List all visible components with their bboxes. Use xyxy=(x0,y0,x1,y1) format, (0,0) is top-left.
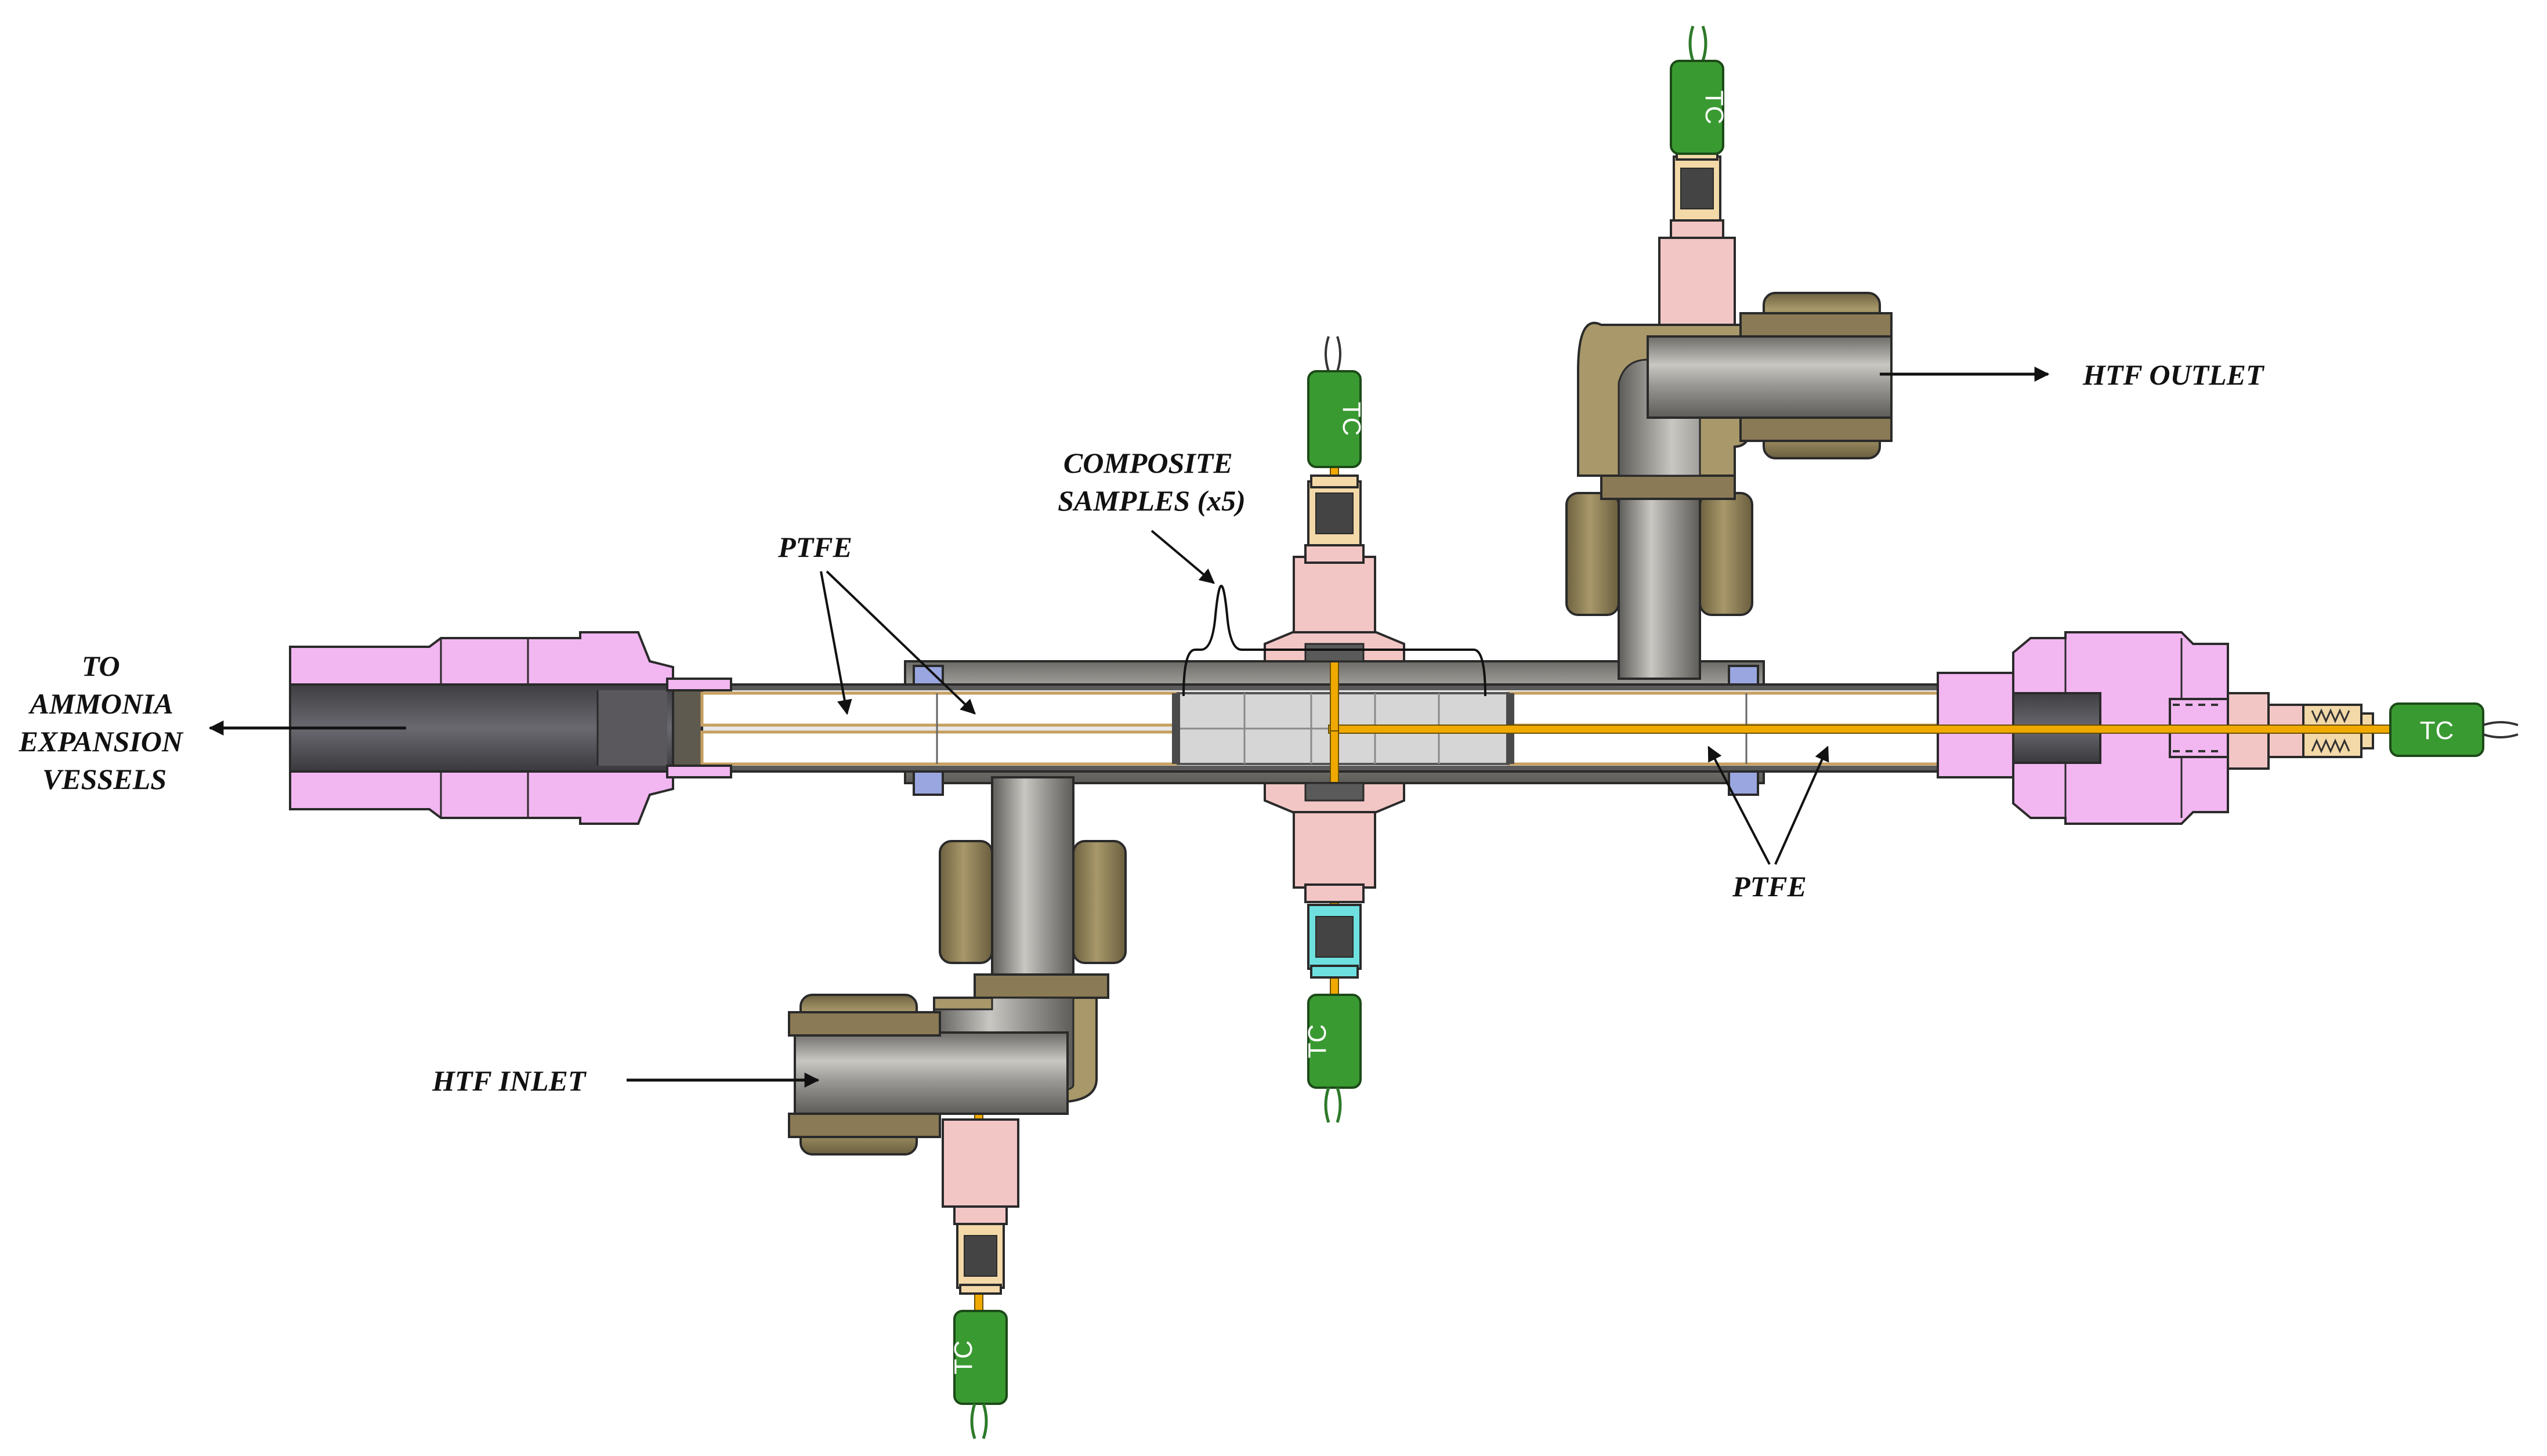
tc-connector-right-end: TC xyxy=(2389,702,2519,757)
label-ptfe-left: PTFE xyxy=(777,531,976,715)
tc-connector-top-center: TC xyxy=(1307,336,1366,468)
label-htf-outlet: HTF OUTLET xyxy=(1880,358,2265,391)
ptfe-liner-left xyxy=(700,691,1180,766)
left-end-fitting xyxy=(289,631,732,825)
to-ammonia-line-4: VESSELS xyxy=(42,763,167,795)
tc-connector-bottom-left: TC xyxy=(949,1310,1008,1439)
ptfe-left-text: PTFE xyxy=(777,531,852,563)
tc-connector-bottom-center: TC xyxy=(1303,994,1362,1123)
tc-label-bottom-left: TC xyxy=(949,1341,978,1375)
composite-line-1: COMPOSITE xyxy=(1063,447,1233,479)
tc-label-bottom-center: TC xyxy=(1303,1024,1332,1059)
to-ammonia-line-3: EXPANSION xyxy=(19,725,184,758)
tc-label-top-right: TC xyxy=(1700,90,1728,125)
tc-connector-top-right: TC xyxy=(1670,26,1728,155)
label-htf-inlet: HTF INLET xyxy=(432,1064,820,1097)
tc-label-right-end: TC xyxy=(2420,716,2454,745)
ferrule-right-bottom xyxy=(1728,770,1759,796)
composite-line-2: SAMPLES (x5) xyxy=(1058,484,1246,517)
center-top-port xyxy=(1264,475,1405,662)
to-ammonia-line-1: TO xyxy=(82,650,120,682)
center-bottom-port xyxy=(1264,782,1405,979)
htf-inlet-text: HTF INLET xyxy=(432,1064,587,1097)
svg-text:TO AMMONIA EXPANSI: TO AMMONIA EXPANSION VESSELS xyxy=(19,650,190,795)
htf-inlet-assembly xyxy=(788,776,1127,1295)
ptfe-right-text: PTFE xyxy=(1732,870,1807,903)
htf-outlet-text: HTF OUTLET xyxy=(2082,358,2265,391)
label-to-ammonia: TO AMMONIA EXPANSION VESSELS xyxy=(19,650,406,795)
htf-outlet-assembly xyxy=(1565,150,1893,680)
ferrule-left-bottom xyxy=(913,770,944,796)
tc-label-top-center: TC xyxy=(1337,402,1366,436)
label-ptfe-right: PTFE xyxy=(1707,745,1829,903)
to-ammonia-line-2: AMMONIA xyxy=(28,687,172,720)
svg-text:COMPOSITE SAMPLES (x5): COMPOSITE SAMPLES (x5) xyxy=(1058,447,1246,517)
label-composite-samples: COMPOSITE SAMPLES (x5) xyxy=(1058,447,1486,697)
